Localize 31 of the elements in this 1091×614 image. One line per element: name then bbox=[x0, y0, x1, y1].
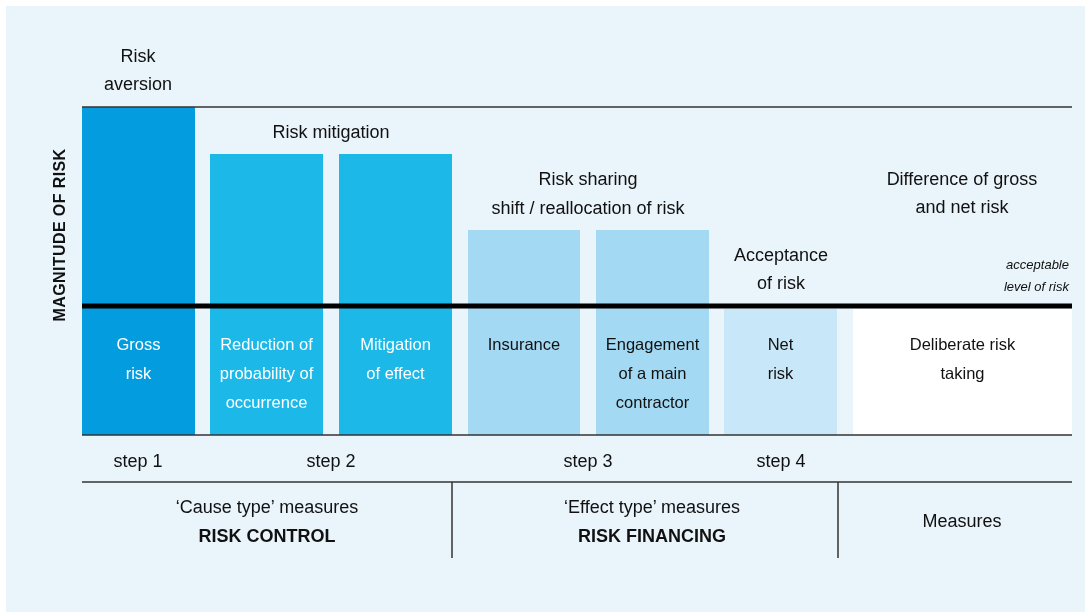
measure-type-label: ‘Cause type’ measures bbox=[174, 496, 360, 519]
risk-taking-box bbox=[853, 309, 1072, 435]
bar-label: Deliberate risk taking bbox=[908, 334, 1017, 384]
measure-type-label: ‘Effect type’ measures bbox=[562, 496, 742, 519]
risk-bar bbox=[82, 107, 195, 435]
bar-label: Net risk bbox=[766, 334, 795, 384]
risk-bar bbox=[210, 154, 323, 435]
step-label: step 2 bbox=[305, 450, 357, 473]
risk-bar bbox=[468, 230, 580, 435]
stage-heading: Risk mitigation bbox=[271, 121, 391, 144]
measure-type-label: Measures bbox=[921, 510, 1003, 533]
stage-heading: Risk sharing bbox=[537, 168, 639, 191]
stage-heading: Difference of gross and net risk bbox=[885, 168, 1039, 219]
bar-label: Engagement of a main contractor bbox=[604, 334, 701, 413]
stage-heading: Acceptance of risk bbox=[732, 244, 830, 295]
step-label: step 4 bbox=[755, 450, 807, 473]
level-note: acceptable level of risk bbox=[1002, 256, 1069, 296]
axis-label: MAGNITUDE OF RISK bbox=[50, 148, 69, 322]
risk-bar bbox=[596, 230, 709, 435]
stage-heading: Risk aversion bbox=[102, 45, 173, 96]
bar-label: Mitigation of effect bbox=[359, 334, 432, 384]
risk-bar bbox=[724, 309, 837, 435]
bar-label: Reduction of probability of occurrence bbox=[218, 334, 315, 413]
stage-subheading: shift / reallocation of risk bbox=[490, 197, 686, 220]
risk-bar bbox=[339, 154, 452, 435]
bar-label: Gross risk bbox=[115, 334, 162, 384]
step-label: step 3 bbox=[562, 450, 614, 473]
step-label: step 1 bbox=[112, 450, 164, 473]
bar-label: Insurance bbox=[486, 334, 562, 355]
category-heading: RISK FINANCING bbox=[577, 525, 727, 548]
category-heading: RISK CONTROL bbox=[197, 525, 337, 548]
